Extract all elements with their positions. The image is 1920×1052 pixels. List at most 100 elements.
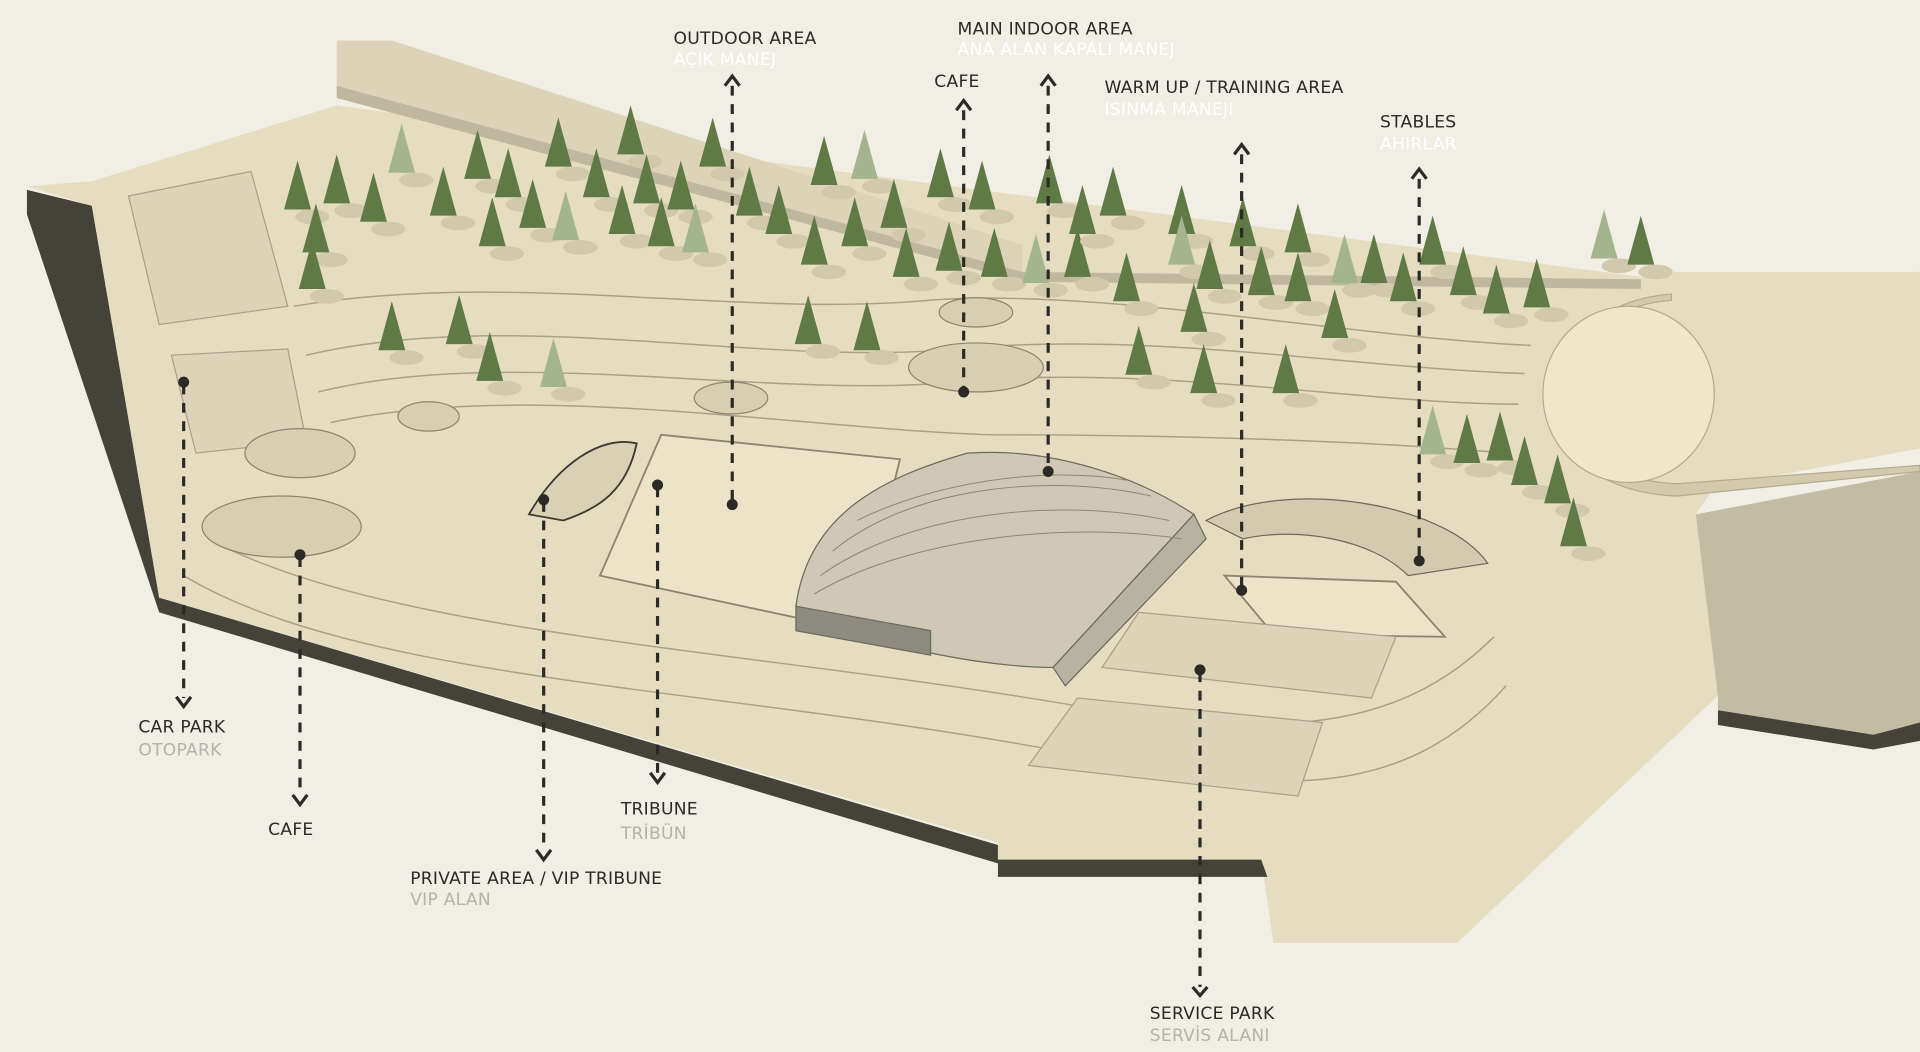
tree-icon — [880, 178, 908, 228]
tree-icon — [647, 197, 675, 247]
tree-icon — [1453, 413, 1481, 463]
tree-icon — [1022, 233, 1050, 283]
service-entry-face — [997, 859, 1268, 877]
curved-court — [1542, 305, 1715, 484]
tree-icon — [735, 166, 763, 216]
tree-icon — [1125, 325, 1153, 375]
callout-stables: STABLES AHIRLAR — [1380, 112, 1457, 567]
tree-icon — [1229, 197, 1257, 247]
tree-icon — [892, 227, 920, 277]
car-park — [127, 170, 307, 454]
tree-icon — [1064, 227, 1092, 277]
tree-shadow — [891, 227, 926, 243]
label-stables-tr: AHIRLAR — [1380, 134, 1457, 154]
tree-shadow — [1295, 301, 1330, 316]
label-car-park: CAR PARK — [138, 717, 226, 737]
tree-icon — [699, 117, 727, 167]
callout-outdoor-area: OUTDOOR AREA AÇIK MANEJ — [673, 29, 816, 511]
tree-shadow — [1046, 203, 1082, 219]
tree-shadow — [852, 246, 887, 261]
tree-icon — [851, 129, 878, 179]
tree-icon — [445, 295, 473, 345]
tree-shadow — [1332, 338, 1367, 353]
tree-icon — [494, 148, 522, 198]
tree-icon — [968, 160, 996, 210]
tree-icon — [633, 154, 660, 204]
tree-icon — [1099, 166, 1127, 216]
tree-icon — [617, 105, 645, 155]
label-warm-up: WARM UP / TRAINING AREA — [1104, 78, 1343, 98]
tree-shadow — [1534, 307, 1569, 323]
tree-icon — [478, 197, 506, 247]
tree-shadow — [1493, 313, 1529, 329]
right-upper-block — [1640, 271, 1920, 488]
tree-icon — [1272, 344, 1300, 394]
tree-icon — [582, 148, 610, 198]
tree-icon — [1560, 497, 1587, 547]
right-dark-band — [1717, 710, 1920, 750]
tree-shadow — [1571, 546, 1606, 561]
callout-car-park: CAR PARK OTOPARK — [138, 376, 226, 761]
tree-icon — [464, 129, 492, 179]
tree-shadow — [1136, 374, 1171, 390]
tree-icon — [765, 184, 793, 234]
tree-icon — [794, 295, 822, 345]
label-private-area-tr: VIP ALAN — [410, 890, 491, 910]
tree-shadow — [1207, 289, 1242, 304]
tree-shadow — [991, 276, 1027, 292]
trees — [284, 105, 1673, 561]
tree-icon — [429, 166, 457, 216]
main-indoor-arena — [795, 451, 1207, 687]
tree-shadow — [862, 178, 897, 194]
tree-shadow — [389, 350, 424, 365]
tree-icon — [1168, 184, 1196, 234]
tree-shadow — [1201, 393, 1236, 408]
tree-shadow — [563, 240, 598, 255]
tree-shadow — [864, 350, 899, 365]
tree-shadow — [1295, 252, 1330, 268]
label-private-area: PRIVATE AREA / VIP TRIBUNE — [410, 869, 662, 889]
tree-shadow — [776, 233, 811, 249]
tree-icon — [552, 191, 580, 241]
label-main-indoor-area: MAIN INDOOR AREA — [958, 19, 1133, 39]
site-model — [26, 40, 1920, 943]
tree-icon — [388, 123, 416, 173]
tree-icon — [1331, 233, 1358, 283]
tree-shadow — [309, 289, 345, 304]
callout-service-park: SERVICE PARK SERVİS ALANI — [1150, 664, 1275, 1046]
tree-icon — [1180, 282, 1208, 332]
tree-icon — [1068, 184, 1096, 234]
callout-main-indoor-area: MAIN INDOOR AREA ANA ALAN KAPALI MANEJ — [958, 19, 1175, 478]
tree-shadow — [710, 166, 745, 182]
label-cafe-bottom: CAFE — [268, 820, 313, 840]
tree-shadow — [440, 215, 476, 231]
tree-icon — [302, 203, 330, 253]
right-stone-face-front — [1695, 471, 1920, 735]
tree-shadow — [1258, 295, 1294, 310]
tree-icon — [323, 154, 351, 204]
tree-icon — [667, 160, 695, 210]
tree-shadow — [334, 203, 369, 219]
label-stables: STABLES — [1380, 112, 1456, 132]
tree-shadow — [1075, 276, 1110, 292]
tree-icon — [1284, 252, 1312, 302]
tree-shadow — [487, 380, 522, 396]
tree-icon — [841, 197, 869, 247]
tree-icon — [1482, 264, 1510, 314]
tree-icon — [853, 301, 881, 351]
callout-warm-up: WARM UP / TRAINING AREA ISINMA MANEJI — [1104, 78, 1343, 596]
tree-shadow — [551, 387, 586, 402]
tree-icon — [1284, 203, 1312, 253]
callout-tribune: TRIBUNE TRİBÜN — [620, 479, 698, 844]
tree-shadow — [371, 221, 406, 237]
tree-shadow — [1638, 264, 1673, 280]
warm-up-arena — [1222, 574, 1447, 638]
tree-icon — [926, 148, 954, 198]
tree-icon — [1190, 344, 1218, 394]
callout-cafe-bottom: CAFE — [268, 549, 313, 840]
label-outdoor-area-tr: AÇIK MANEJ — [673, 50, 776, 70]
tree-icon — [544, 117, 572, 167]
tree-shadow — [693, 252, 728, 268]
tree-shadow — [1464, 462, 1499, 478]
